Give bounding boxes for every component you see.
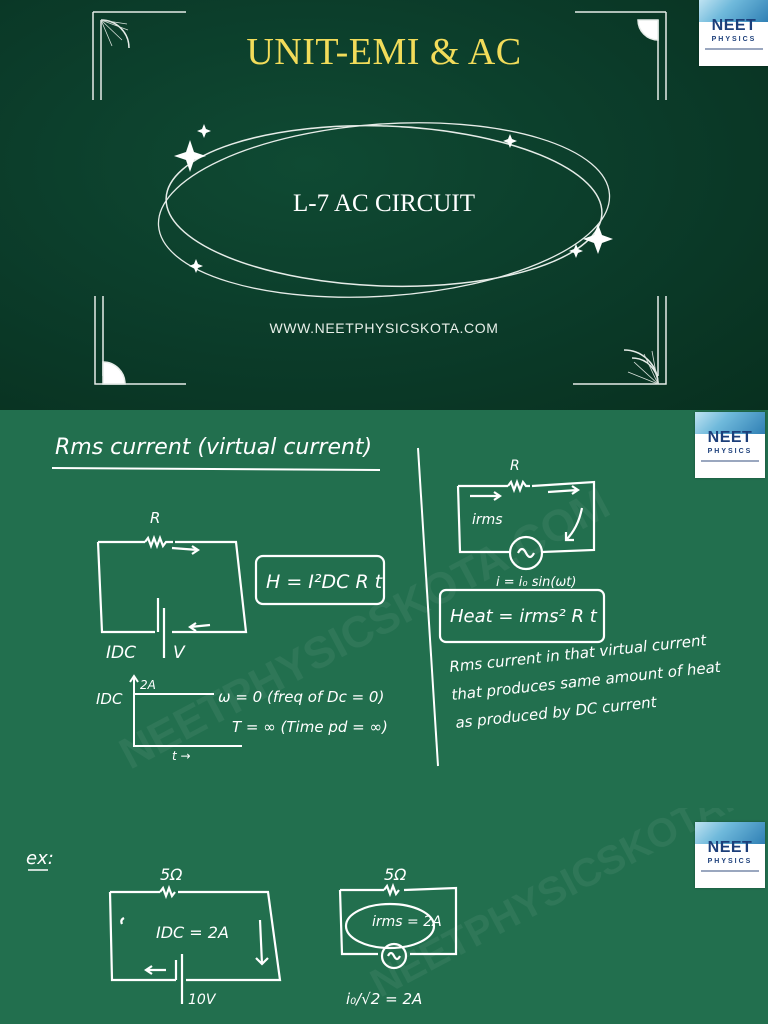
neet-physics-logo: NEET PHYSICS xyxy=(699,0,768,66)
website-url: WWW.NEETPHYSICSKOTA.COM xyxy=(269,320,499,336)
title-decoration xyxy=(92,11,667,385)
heat-formula-box xyxy=(254,554,386,606)
example-left-current: IDC = 2A xyxy=(156,923,229,942)
logo-sub: PHYSICS xyxy=(707,448,753,455)
period-note: T = ∞ (Time pd = ∞) xyxy=(232,718,388,736)
heat-rms-box xyxy=(438,588,606,644)
heat-formula: H = I²DC R t xyxy=(266,571,384,593)
graph-y-label: IDC xyxy=(96,690,123,708)
title-slide: UNIT-EMI & AC L-7 AC CIRCUIT WWW.NEETPHY… xyxy=(0,0,768,410)
example-right-resistor: 5Ω xyxy=(384,865,407,884)
neet-physics-logo-2: NEET PHYSICS xyxy=(695,412,765,478)
example-label: ex: xyxy=(26,848,54,869)
dc-graph xyxy=(129,674,242,747)
dc-voltage-label: V xyxy=(173,643,186,663)
example-ac-circuit xyxy=(338,882,458,970)
logo-word: NEET xyxy=(707,429,753,446)
logo-word: NEET xyxy=(707,839,753,856)
example-left-voltage: 10V xyxy=(188,992,217,1008)
logo-word: NEET xyxy=(711,17,757,34)
heat-rms: Heat = irms² R t xyxy=(450,606,598,627)
board1-drawing: NEETPHYSICSKOTA.COM Rms current (virtual… xyxy=(51,435,723,779)
dc-current-label: IDC xyxy=(106,643,136,663)
neet-physics-logo-3: NEET PHYSICS xyxy=(695,822,765,888)
example-dc-circuit xyxy=(108,884,282,1004)
omega-note: ω = 0 (freq of Dc = 0) xyxy=(218,688,384,706)
graph-x-label: t → xyxy=(172,749,191,763)
graph-value: 2A xyxy=(140,678,156,692)
dc-circuit xyxy=(96,534,248,658)
logo-sub: PHYSICS xyxy=(707,858,753,865)
dc-resistor-label: R xyxy=(150,509,160,527)
irms-label: irms xyxy=(472,512,503,528)
board2-drawing: NEETPHYSICSKOTA.COM ex: 5Ω IDC = 2A 10V … xyxy=(26,808,768,1008)
board1-heading: Rms current (virtual current) xyxy=(55,435,372,460)
board-rms-current: NEETPHYSICSKOTA.COM Rms current (virtual… xyxy=(0,410,768,808)
example-right-current: irms = 2A xyxy=(372,914,442,930)
example-right-equation: i₀/√2 = 2A xyxy=(346,990,422,1008)
board-example: NEETPHYSICSKOTA.COM ex: 5Ω IDC = 2A 10V … xyxy=(0,808,768,1024)
ac-resistor-label: R xyxy=(510,458,520,474)
example-left-resistor: 5Ω xyxy=(160,865,183,884)
ac-circuit xyxy=(456,478,596,571)
slide-title: UNIT-EMI & AC xyxy=(246,31,522,73)
ac-equation: i = i₀ sin(ωt) xyxy=(496,575,576,590)
logo-sub: PHYSICS xyxy=(711,36,757,43)
lecture-title: L-7 AC CIRCUIT xyxy=(293,190,475,217)
